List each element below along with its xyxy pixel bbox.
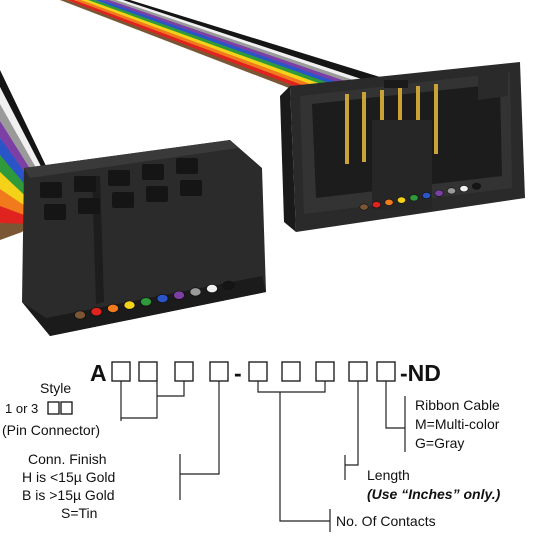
- code-box-5: [248, 361, 268, 382]
- ribbon-wire: [0, 70, 48, 178]
- wire-end: [446, 187, 456, 195]
- wire-end: [205, 283, 218, 294]
- style-pin-connector: (Pin Connector): [2, 422, 100, 438]
- ribbon-wire: [74, 0, 336, 95]
- ribbon-option-g: G=Gray: [415, 435, 464, 451]
- wire-end: [421, 192, 431, 200]
- code-box-6: [281, 361, 301, 382]
- style-options: 1 or 3: [5, 401, 38, 416]
- wire-end: [434, 189, 444, 197]
- ribbon-cable-assembly-image: [0, 0, 525, 336]
- ribbon-wire: [109, 0, 371, 88]
- part-number-code: A - -ND: [90, 360, 441, 386]
- ribbon-wire: [95, 0, 357, 91]
- wire-end: [459, 185, 469, 193]
- length-note: (Use “Inches” only.): [367, 486, 501, 502]
- style-box-2: [60, 401, 73, 415]
- part-number-separator: -: [234, 360, 242, 386]
- ribbon-option-m: M=Multi-color: [415, 416, 500, 432]
- finish-option-h: H is <15µ Gold: [22, 469, 115, 485]
- code-box-4: [209, 361, 229, 382]
- ribbon-wire: [81, 0, 343, 94]
- callout-labels: Style 1 or 3 (Pin Connector) Conn. Finis…: [2, 380, 501, 529]
- leader-lines: [120, 381, 406, 532]
- style-title: Style: [40, 380, 71, 396]
- finish-option-b: B is >15µ Gold: [22, 487, 115, 503]
- wire-end: [189, 287, 202, 297]
- wire-end: [107, 303, 120, 313]
- ribbon-wire: [0, 223, 30, 240]
- idc-socket-connector: [22, 140, 266, 336]
- ribbon-wire: [116, 0, 378, 86]
- wire-end: [74, 310, 87, 320]
- code-box-7: [315, 361, 335, 382]
- part-number-suffix: -ND: [400, 360, 441, 386]
- wire-ends-right: [359, 182, 481, 211]
- ribbon-wire: [60, 0, 322, 98]
- style-box-1: [47, 401, 60, 415]
- wire-end: [371, 201, 381, 209]
- ribbon-wire: [102, 0, 364, 89]
- length-label: Length: [367, 467, 410, 483]
- finish-title: Conn. Finish: [28, 451, 107, 467]
- code-box-2: [138, 361, 158, 382]
- code-box-3: [174, 361, 194, 382]
- wire-end: [409, 194, 419, 202]
- wire-end: [471, 182, 481, 190]
- wire-end: [90, 307, 103, 317]
- ribbon-cable-right: [60, 0, 385, 98]
- wire-end: [359, 203, 369, 211]
- wire-end: [172, 290, 185, 300]
- ribbon-wire: [0, 87, 46, 184]
- wire-end: [222, 280, 235, 290]
- ribbon-wire: [67, 0, 329, 97]
- wire-end: [396, 196, 406, 204]
- pin-header-connector: [280, 62, 525, 232]
- ribbon-wire: [123, 0, 385, 85]
- wire-ends-left: [74, 280, 235, 320]
- wire-end: [123, 300, 136, 310]
- wire-end: [156, 293, 169, 304]
- finish-option-s: S=Tin: [61, 505, 97, 521]
- wire-end: [384, 198, 394, 206]
- code-box-1: [111, 361, 131, 382]
- ribbon-wire: [88, 0, 350, 92]
- part-number-prefix: A: [90, 360, 107, 386]
- code-box-8: [348, 361, 368, 382]
- code-box-9: [376, 361, 396, 382]
- wire-end: [139, 297, 152, 307]
- ribbon-label: Ribbon Cable: [415, 397, 500, 413]
- contacts-label: No. Of Contacts: [336, 513, 436, 529]
